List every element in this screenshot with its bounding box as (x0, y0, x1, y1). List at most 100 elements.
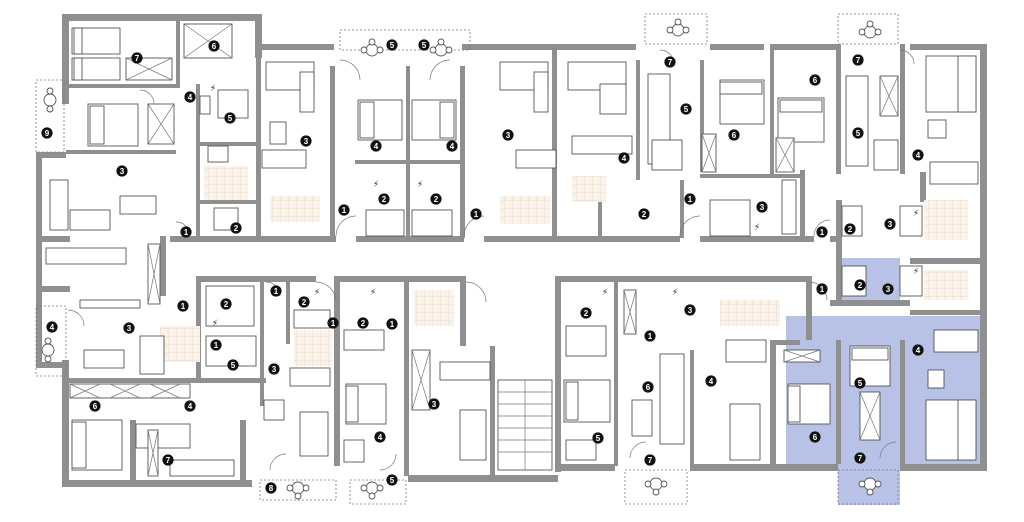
room-marker-label: 3 (886, 285, 891, 294)
room-marker-dot (298, 296, 310, 308)
electric-panel-icon: ⚡ (672, 288, 678, 298)
room-marker: 4 (374, 431, 386, 443)
room-marker-dot (418, 39, 430, 51)
room-marker: 5 (852, 127, 864, 139)
corridor-walls (160, 200, 984, 306)
room-marker: 3 (300, 135, 312, 147)
room-marker-label: 1 (184, 228, 189, 237)
room-marker-dot (728, 129, 740, 141)
room-marker-dot (684, 193, 696, 205)
room-marker: 5 (418, 39, 430, 51)
room-marker-dot (642, 381, 654, 393)
room-marker: 6 (642, 381, 654, 393)
room-marker-label: 5 (856, 129, 861, 138)
room-marker-label: 7 (858, 454, 863, 463)
room-marker: 7 (854, 452, 866, 464)
room-marker: 2 (854, 279, 866, 291)
room-marker: 3 (756, 201, 768, 213)
room-marker: 3 (116, 165, 128, 177)
room-marker-dot (664, 56, 676, 68)
room-marker-dot (89, 400, 101, 412)
room-marker-label: 1 (474, 210, 479, 219)
room-marker-dot (756, 201, 768, 213)
room-marker: 4 (370, 140, 382, 152)
room-marker: 1 (327, 317, 339, 329)
room-marker: 6 (728, 129, 740, 141)
room-marker-dot (227, 359, 239, 371)
room-marker: 4 (912, 149, 924, 161)
balcony-furniture (41, 18, 882, 500)
room-marker-label: 3 (272, 365, 277, 374)
room-marker-dot (41, 127, 53, 139)
room-marker: 2 (298, 296, 310, 308)
room-marker-dot (680, 103, 692, 115)
room-marker: 5 (224, 112, 236, 124)
room-marker-label: 1 (331, 319, 336, 328)
room-marker-label: 1 (648, 332, 653, 341)
room-marker-dot (224, 112, 236, 124)
room-marker-label: 3 (888, 220, 893, 229)
room-marker-label: 7 (668, 58, 673, 67)
room-marker: 7 (644, 454, 656, 466)
room-marker: 1 (180, 226, 192, 238)
interior-walls-top (66, 20, 926, 240)
room-marker: 7 (131, 52, 143, 64)
room-marker-label: 3 (688, 306, 693, 315)
room-marker-dot (378, 193, 390, 205)
room-marker-label: 4 (188, 93, 193, 102)
room-marker-label: 4 (374, 142, 379, 151)
room-marker-label: 4 (709, 377, 714, 386)
room-marker-dot (502, 129, 514, 141)
room-marker-dot (428, 398, 440, 410)
room-marker: 1 (210, 339, 222, 351)
room-marker-dot (809, 74, 821, 86)
room-marker: 1 (338, 204, 350, 216)
exterior-walls (36, 14, 987, 487)
room-marker-dot (270, 285, 282, 297)
room-marker-label: 6 (212, 42, 217, 51)
room-marker-dot (210, 339, 222, 351)
room-marker: 2 (430, 193, 442, 205)
electric-panel-icon: ⚡ (370, 288, 376, 298)
room-marker-dot (684, 304, 696, 316)
room-marker: 2 (357, 317, 369, 329)
room-marker-dot (184, 91, 196, 103)
electric-panels: ⚡⚡⚡⚡⚡⚡⚡⚡⚡⚡⚡ (210, 84, 919, 329)
room-marker-dot (300, 135, 312, 147)
room-marker: 4 (618, 152, 630, 164)
electric-panel-icon: ⚡ (314, 288, 320, 298)
room-marker: 1 (470, 208, 482, 220)
room-marker: 5 (386, 39, 398, 51)
room-marker-label: 1 (181, 302, 186, 311)
room-marker-label: 2 (642, 210, 647, 219)
electric-panel-icon: ⚡ (212, 319, 218, 329)
room-marker: 4 (46, 321, 58, 333)
room-marker-label: 2 (234, 224, 239, 233)
room-marker-dot (809, 431, 821, 443)
room-marker-label: 2 (302, 298, 307, 307)
room-marker-dot (470, 208, 482, 220)
room-marker-label: 4 (916, 346, 921, 355)
room-marker-dot (638, 208, 650, 220)
room-marker-label: 7 (648, 456, 653, 465)
room-marker-label: 3 (304, 137, 309, 146)
room-marker: 3 (882, 283, 894, 295)
room-marker-label: 2 (434, 195, 439, 204)
electric-panel-icon: ⚡ (210, 84, 216, 94)
room-marker-dot (386, 474, 398, 486)
room-marker-label: 4 (450, 142, 455, 151)
room-marker-dot (386, 39, 398, 51)
room-marker: 3 (884, 218, 896, 230)
room-marker-label: 7 (856, 56, 861, 65)
room-marker-label: 5 (684, 105, 689, 114)
room-marker: 5 (854, 377, 866, 389)
room-marker-dot (580, 307, 592, 319)
room-marker-dot (430, 193, 442, 205)
room-marker: 9 (41, 127, 53, 139)
room-marker: 1 (386, 318, 398, 330)
room-marker-label: 2 (361, 319, 366, 328)
room-marker-label: 2 (382, 195, 387, 204)
furniture (45, 23, 979, 477)
balconies (35, 13, 899, 505)
